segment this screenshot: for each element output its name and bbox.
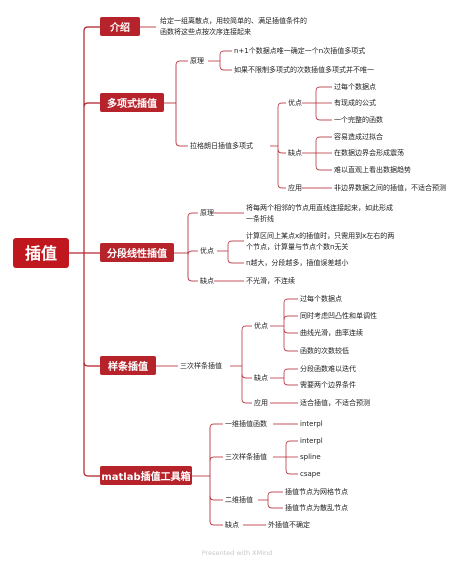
poly-principle-item[interactable]: n+1个数据点唯一确定一个n次插值多项式 <box>234 46 365 55</box>
spline-method[interactable]: 三次样条插值 <box>180 361 222 370</box>
branch-polynomial-label: 多项式插值 <box>107 97 157 110</box>
poly-principle-item[interactable]: 如果不限制多项式的次数插值多项式并不唯一 <box>234 65 374 74</box>
connector <box>283 328 298 334</box>
spline-apply-item[interactable]: 适合插值，不适合预测 <box>300 398 370 407</box>
connector <box>227 258 244 264</box>
matlab-1d[interactable]: 一维插值函数 <box>225 419 267 428</box>
branch-spline-label: 样条插值 <box>108 360 148 373</box>
connector <box>283 346 298 352</box>
poly-pros-item[interactable]: 过每个数据点 <box>334 82 376 91</box>
root-node[interactable]: 插值 <box>13 238 69 268</box>
branch-intro[interactable]: 介绍 <box>100 17 140 36</box>
connector <box>209 456 223 462</box>
spline-cons-item[interactable]: 分段函数难以迭代 <box>300 364 356 373</box>
poly-principle[interactable]: 原理 <box>190 57 204 65</box>
connector <box>315 136 332 142</box>
branch-matlab-label: matlab插值工具箱 <box>101 470 190 483</box>
spline-pros-item[interactable]: 过每个数据点 <box>300 294 342 303</box>
spline-pros-item[interactable]: 函数的次数较低 <box>300 346 349 355</box>
connector <box>285 469 298 475</box>
connector <box>241 373 252 379</box>
poly-cons-item[interactable]: 难以直观上看出数据趋势 <box>334 165 411 174</box>
connector <box>83 361 100 367</box>
connector <box>277 102 286 108</box>
connector <box>187 276 198 282</box>
connector <box>283 298 298 304</box>
pw-cons[interactable]: 缺点 <box>200 276 214 285</box>
connector <box>209 423 223 429</box>
poly-cons[interactable]: 缺点 <box>288 148 302 157</box>
poly-pros[interactable]: 优点 <box>288 98 302 107</box>
branch-polynomial[interactable]: 多项式插值 <box>100 93 164 112</box>
connector <box>219 65 232 71</box>
connector <box>187 212 198 218</box>
connector <box>267 491 283 497</box>
poly-cons-item[interactable]: 容易造成过拟合 <box>334 132 383 141</box>
intro-desc-line-1: 给定一组离散点，用较简单的、满足插值条件的 <box>160 16 307 25</box>
matlab-cubic-item[interactable]: interpl <box>300 437 323 445</box>
watermark: Presented with XMind <box>202 549 273 557</box>
spline-apply[interactable]: 应用 <box>254 398 268 407</box>
connector <box>219 50 232 56</box>
connector <box>175 60 188 66</box>
connector <box>241 325 252 331</box>
matlab-1d-item[interactable]: interpl <box>300 420 323 428</box>
spline-pros-item[interactable]: 曲线光滑，曲率连续 <box>300 328 363 337</box>
branch-spline[interactable]: 样条插值 <box>100 356 156 375</box>
connector <box>315 86 332 92</box>
pw-principle-line-1[interactable]: 将每两个相邻的节点用直线连接起来，如此形成 <box>246 203 393 212</box>
connector <box>83 102 100 108</box>
connector <box>83 471 100 477</box>
connector <box>175 141 188 147</box>
matlab-cons-item[interactable]: 外插值不确定 <box>268 520 310 529</box>
matlab-cons[interactable]: 缺点 <box>225 520 239 529</box>
pw-cons-item[interactable]: 不光滑，不连续 <box>246 276 295 285</box>
pw-pros-item-1-line-1[interactable]: 计算区间上某点x的插值时，只需用到x左右的两 <box>246 231 394 240</box>
spline-pros[interactable]: 优点 <box>254 321 268 330</box>
connector <box>187 250 198 256</box>
matlab-2d-item[interactable]: 插值节点为网格节点 <box>285 487 348 496</box>
connector <box>277 148 286 154</box>
connector-lines <box>69 26 332 526</box>
matlab-cubic-item[interactable]: spline <box>300 453 321 461</box>
poly-apply-item[interactable]: 非边界数据之间的插值，不适合预测 <box>334 183 446 192</box>
connector <box>267 503 283 509</box>
pw-pros-item-2[interactable]: n越大，分段越多，插值误差越小 <box>246 258 348 267</box>
matlab-cubic-item[interactable]: csape <box>300 470 321 478</box>
pw-pros-item-1-line-2[interactable]: 个节点，计算量与节点个数n无关 <box>246 242 348 251</box>
poly-cons-item[interactable]: 在数据边界会形成震荡 <box>334 148 404 157</box>
matlab-cubic[interactable]: 三次样条插值 <box>225 452 267 461</box>
connector <box>209 520 223 526</box>
connector <box>315 165 332 171</box>
branch-piecewise[interactable]: 分段线性插值 <box>100 243 174 262</box>
pw-pros[interactable]: 优点 <box>200 246 214 255</box>
intro-desc-line-2: 函数将这些点按次序连接起来 <box>160 27 251 36</box>
connector <box>277 183 286 189</box>
pw-principle-line-2[interactable]: 一条折线 <box>246 214 274 223</box>
connector <box>283 380 298 386</box>
connector <box>83 26 100 32</box>
matlab-2d-item[interactable]: 插值节点为散乱节点 <box>285 503 348 512</box>
spline-cons-item[interactable]: 需要两个边界条件 <box>300 380 356 389</box>
matlab-2d[interactable]: 二维插值 <box>225 495 253 504</box>
connector <box>315 115 332 121</box>
connector <box>283 315 298 321</box>
root-label: 插值 <box>25 244 57 263</box>
poly-pros-item[interactable]: 有现成的公式 <box>334 98 376 107</box>
connector <box>227 240 244 246</box>
poly-apply[interactable]: 应用 <box>288 183 302 192</box>
spline-pros-item[interactable]: 同时考虑凹凸性和单调性 <box>300 311 377 320</box>
poly-method[interactable]: 拉格朗日插值多项式 <box>190 141 253 150</box>
spline-cons[interactable]: 缺点 <box>254 373 268 382</box>
connector <box>241 398 252 404</box>
connector <box>209 495 223 501</box>
branch-piecewise-label: 分段线性插值 <box>107 247 167 260</box>
poly-pros-item[interactable]: 一个完整的函数 <box>334 115 383 124</box>
pw-principle[interactable]: 原理 <box>200 209 214 217</box>
branch-matlab[interactable]: matlab插值工具箱 <box>100 466 192 485</box>
connector <box>283 368 298 374</box>
connector <box>285 440 298 446</box>
branch-intro-label: 介绍 <box>109 21 130 34</box>
